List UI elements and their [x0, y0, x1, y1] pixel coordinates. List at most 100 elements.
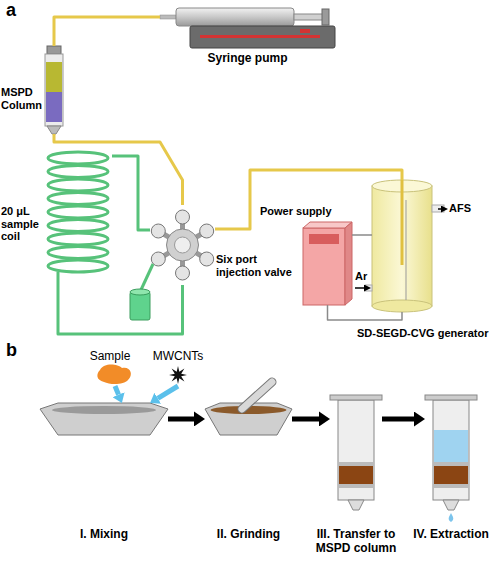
step-arrow — [292, 416, 319, 421]
pump-stripe — [200, 35, 320, 38]
valve-port — [200, 252, 214, 266]
flow-arrow — [115, 386, 119, 395]
coil-turn — [48, 206, 108, 218]
node-label: Power supply — [260, 205, 340, 218]
column-packing — [339, 466, 373, 484]
detector-label: AFS — [449, 202, 489, 215]
valve-port — [176, 210, 190, 224]
material-box: MWCNTs — [150, 350, 206, 386]
plunger-rod — [294, 14, 324, 20]
waste-vessel-top — [130, 289, 150, 295]
step-box: III. Transfer to MSPD column — [330, 395, 382, 510]
wire — [328, 305, 403, 320]
mortar — [40, 403, 168, 435]
mwcnt-particle — [169, 366, 187, 384]
mspd-column — [338, 400, 374, 500]
step-arrow — [382, 417, 414, 422]
valve-port — [176, 266, 190, 280]
column-tip — [348, 500, 364, 510]
panel-letter: b — [6, 340, 30, 361]
tube — [215, 170, 402, 229]
frit — [339, 462, 373, 466]
valve-rotor — [175, 237, 191, 253]
coil-turn — [48, 247, 108, 259]
node-label: III. Transfer to MSPD column — [311, 528, 401, 556]
tube — [54, 134, 183, 205]
sample-powder — [97, 365, 131, 385]
pump-indicator — [300, 29, 310, 33]
gas-arrow — [355, 287, 364, 289]
power-supply-side — [345, 222, 352, 305]
flow-arrow — [158, 386, 178, 398]
power-supply-front — [303, 228, 345, 305]
step-box: IV. Extraction — [425, 395, 477, 510]
sample-capillary — [401, 180, 404, 265]
plunger-cap — [322, 9, 329, 25]
coil-turn — [48, 220, 108, 232]
valve-port — [151, 224, 165, 238]
coil-turn — [48, 260, 108, 272]
column-packing — [46, 62, 62, 92]
step-box: II. Grinding — [205, 378, 292, 435]
node-label: IV. Extraction — [406, 528, 496, 542]
frit — [434, 462, 468, 466]
power-box: Power supply — [303, 222, 352, 305]
gas-inlet-port — [365, 285, 372, 291]
valve-port — [151, 252, 165, 266]
waste-vessel — [130, 292, 150, 320]
node-label: I. Mixing — [49, 528, 159, 542]
generator-box: SD-SEGD-CVG generator — [372, 180, 432, 312]
column-box: MSPD Column — [45, 46, 63, 134]
pestle — [242, 382, 272, 409]
outlet-arrow — [438, 208, 441, 210]
eluate-drop — [449, 513, 454, 522]
frit — [434, 484, 468, 488]
column-cap — [47, 46, 61, 54]
column-body — [45, 54, 63, 126]
valve-box: Six port injection valve — [150, 205, 215, 285]
outlet-port — [432, 205, 444, 212]
node-label: Syringe pump — [160, 52, 335, 66]
power-supply-panel — [309, 234, 339, 244]
syringe-barrel — [176, 8, 294, 26]
frit — [339, 484, 373, 488]
node-label: Six port injection valve — [216, 253, 300, 278]
tube — [58, 272, 183, 334]
coil-turn — [48, 179, 108, 191]
pump-tip — [160, 15, 176, 19]
coil-box: 20 μL sample coil — [45, 150, 112, 272]
step-arrow — [168, 416, 194, 421]
waste-tube — [140, 264, 153, 292]
valve-hub — [167, 229, 199, 261]
column-tip — [443, 500, 459, 510]
node-label: Sample — [80, 350, 140, 364]
coil-turn — [48, 193, 108, 205]
panel-letter: a — [6, 0, 30, 21]
node-label: 20 μL sample coil — [1, 205, 43, 243]
node-label: MSPD Column — [1, 86, 44, 111]
pump-base — [190, 26, 335, 48]
mortar-bowl — [52, 406, 156, 414]
sample-box: Sample — [85, 350, 135, 386]
node-label: MWCNTs — [145, 350, 211, 364]
column-packing — [434, 466, 468, 484]
column-packing — [46, 92, 62, 122]
power-supply-top — [303, 222, 352, 228]
column-flange — [330, 395, 382, 400]
column-flange — [425, 395, 477, 400]
gas-label: Ar — [355, 270, 379, 283]
pestle-outline — [242, 382, 272, 409]
mspd-column — [433, 400, 469, 500]
tube — [112, 156, 150, 230]
step-box: I. Mixing — [40, 403, 168, 435]
electrode — [406, 200, 407, 300]
column-tip — [47, 126, 61, 134]
tube — [54, 17, 160, 46]
eluent — [434, 430, 468, 462]
node-label: II. Grinding — [199, 528, 299, 542]
valve-port — [200, 224, 214, 238]
pump-box: Syringe pump — [160, 6, 335, 50]
